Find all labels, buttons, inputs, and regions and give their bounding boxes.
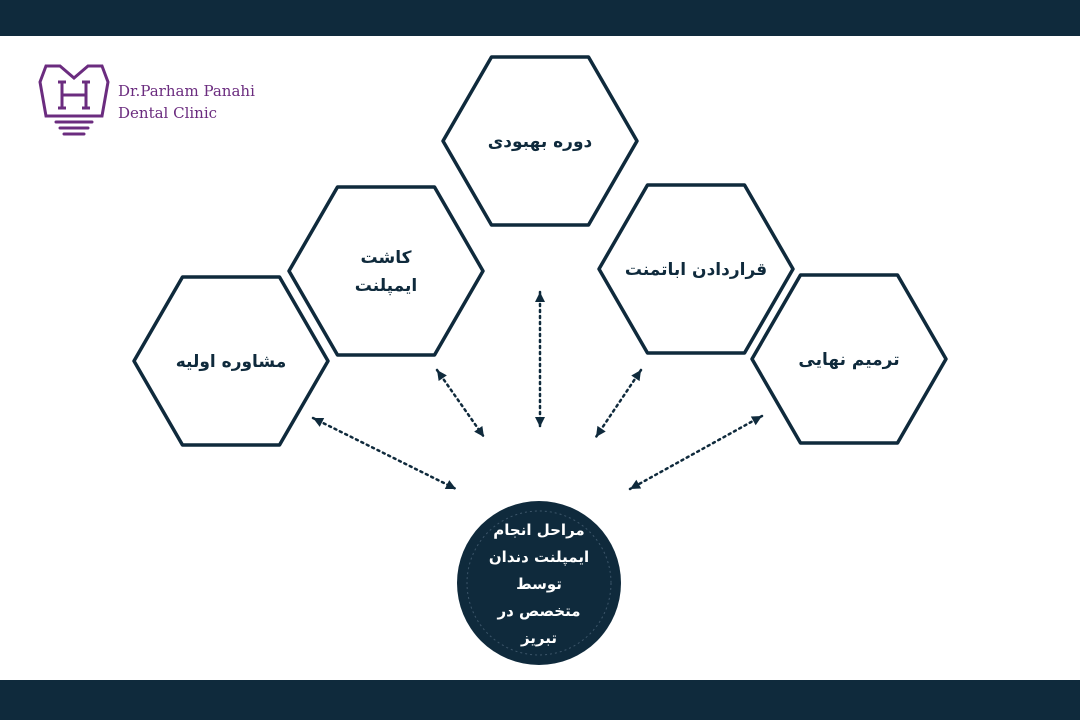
step-hexagons: مشاوره اولیه کاشت ایمپلنت دوره بهبودی قراردا… bbox=[132, 55, 948, 447]
hexagon-shape bbox=[441, 55, 639, 227]
hexagon-shape bbox=[750, 273, 948, 445]
tooth-icon bbox=[38, 64, 110, 136]
step-label: دوره بهبودی bbox=[488, 132, 593, 152]
clinic-name-line2: Dental Clinic bbox=[118, 104, 218, 122]
center-label: متخصص در bbox=[496, 602, 580, 620]
step-label: مشاوره اولیه bbox=[176, 352, 287, 372]
clinic-name-line1: Dr.Parham Panahi bbox=[118, 82, 255, 100]
step-recovery: دوره بهبودی bbox=[441, 55, 639, 227]
step-label: قراردادن اباتمنت bbox=[625, 260, 767, 280]
center-label: ایمپلنت دندان bbox=[489, 548, 589, 567]
double-arrow-2 bbox=[435, 368, 486, 439]
double-arrow-1 bbox=[311, 416, 458, 491]
step-final-restoration: ترمیم نهایی bbox=[750, 273, 948, 445]
center-disc bbox=[457, 501, 621, 665]
bottom-bar bbox=[0, 680, 1080, 720]
double-arrow-4 bbox=[594, 368, 643, 439]
step-implant-placement: کاشت ایمپلنت bbox=[287, 185, 485, 357]
step-label: کاشت bbox=[361, 248, 412, 268]
double-arrow-3 bbox=[535, 290, 545, 429]
hexagon-shape bbox=[597, 183, 795, 355]
step-label: ایمپلنت bbox=[355, 276, 417, 296]
step-abutment: قراردادن اباتمنت bbox=[597, 183, 795, 355]
hexagon-shape bbox=[132, 275, 330, 447]
center-label: تبریز bbox=[520, 629, 557, 647]
center-label: توسط bbox=[516, 575, 562, 593]
step-label: ترمیم نهایی bbox=[798, 350, 899, 370]
top-bar bbox=[0, 0, 1080, 36]
double-arrow-5 bbox=[628, 414, 764, 491]
center-circle: مراحل انجام ایمپلنت دندان توسط متخصص در تبری… bbox=[457, 501, 621, 665]
clinic-name: Dr.Parham Panahi Dental Clinic bbox=[118, 80, 255, 124]
connector-arrows bbox=[311, 290, 764, 491]
center-label: مراحل انجام bbox=[493, 521, 584, 539]
step-consultation: مشاوره اولیه bbox=[132, 275, 330, 447]
hexagon-shape bbox=[287, 185, 485, 357]
